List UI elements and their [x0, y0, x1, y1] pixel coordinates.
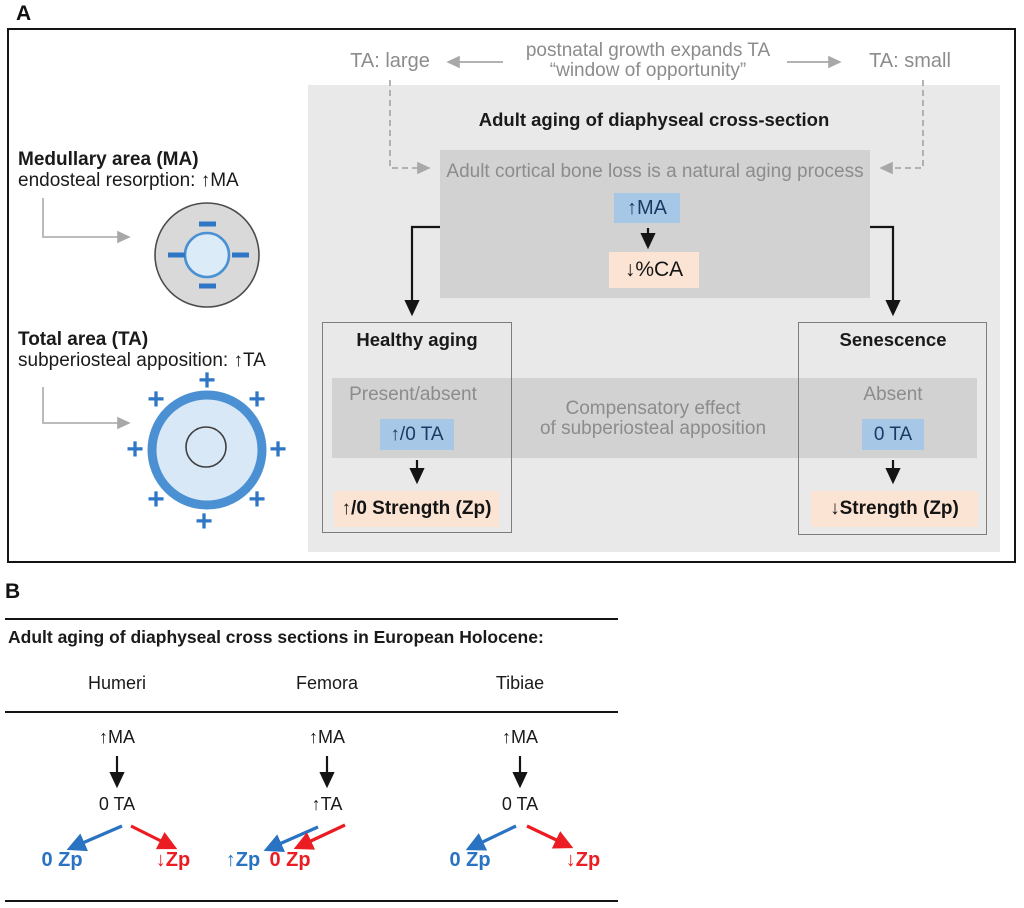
ta-legend-subtitle: subperiosteal apposition: ↑TA [18, 350, 266, 371]
panel-b-bottom-rule [5, 900, 618, 902]
column-header-tibiae: Tibiae [495, 673, 545, 693]
humeri-blue-arrow [66, 824, 123, 852]
senescence-status-label: Absent [863, 384, 923, 405]
panel-b-label: B [5, 580, 21, 603]
femora-step1: ↑MA [309, 727, 345, 747]
ta-large-label: TA: large [350, 50, 430, 72]
compensatory-band-line2: of subperiosteal apposition [539, 418, 767, 439]
healthy-ta-chip: ↑/0 TA [380, 419, 454, 450]
ma-chip: ↑MA [614, 193, 680, 223]
ca-chip: ↓%CA [609, 252, 699, 288]
panel-a-border [7, 28, 1016, 563]
panel-b-header-rule [5, 711, 618, 713]
ta-small-label: TA: small [869, 50, 951, 72]
femora-outcome-blue: ↑Zp [225, 849, 261, 871]
femora-outcome-red: 0 Zp [269, 849, 311, 871]
tibiae-blue-arrow [465, 824, 517, 851]
senescence-box [798, 322, 987, 535]
humeri-outcome-blue: 0 Zp [41, 849, 83, 871]
compensatory-band-line1: Compensatory effect [565, 398, 741, 419]
panel-b-title: Adult aging of diaphyseal cross sections… [8, 627, 544, 647]
tibiae-outcome-blue: 0 Zp [449, 849, 491, 871]
tibiae-outcome-red: ↓Zp [565, 849, 601, 871]
femora-red-arrow [293, 823, 346, 850]
tibiae-step1: ↑MA [502, 727, 538, 747]
healthy-aging-title: Healthy aging [356, 329, 478, 350]
panel-a-label: A [16, 2, 32, 25]
healthy-strength-chip: ↑/0 Strength (Zp) [334, 491, 499, 527]
humeri-red-arrow [130, 824, 178, 850]
ta-legend-title: Total area (TA) [18, 329, 149, 350]
healthy-aging-box [322, 322, 512, 533]
panel-b-top-rule [5, 618, 618, 620]
growth-annotation-line1: postnatal growth expands TA [525, 40, 771, 61]
tibiae-red-arrow [526, 824, 574, 849]
tibiae-step2: 0 TA [501, 794, 539, 814]
femora-blue-arrow [263, 825, 319, 852]
senescence-title: Senescence [839, 329, 947, 350]
healthy-status-label: Present/absent [349, 384, 477, 405]
panel-a-main-title: Adult aging of diaphyseal cross-section [478, 109, 830, 130]
column-header-femora: Femora [295, 673, 359, 693]
humeri-outcome-red: ↓Zp [155, 849, 191, 871]
senescence-strength-chip: ↓Strength (Zp) [811, 491, 978, 527]
humeri-step1: ↑MA [99, 727, 135, 747]
femora-step2: ↑TA [311, 794, 343, 814]
natural-process-text: Adult cortical bone loss is a natural ag… [446, 161, 864, 182]
column-header-humeri: Humeri [87, 673, 147, 693]
ma-legend-subtitle: endosteal resorption: ↑MA [18, 170, 239, 191]
ma-legend-title: Medullary area (MA) [18, 149, 199, 170]
senescence-ta-chip: 0 TA [862, 419, 924, 450]
humeri-step2: 0 TA [98, 794, 136, 814]
growth-annotation-line2: “window of opportunity” [549, 60, 747, 81]
